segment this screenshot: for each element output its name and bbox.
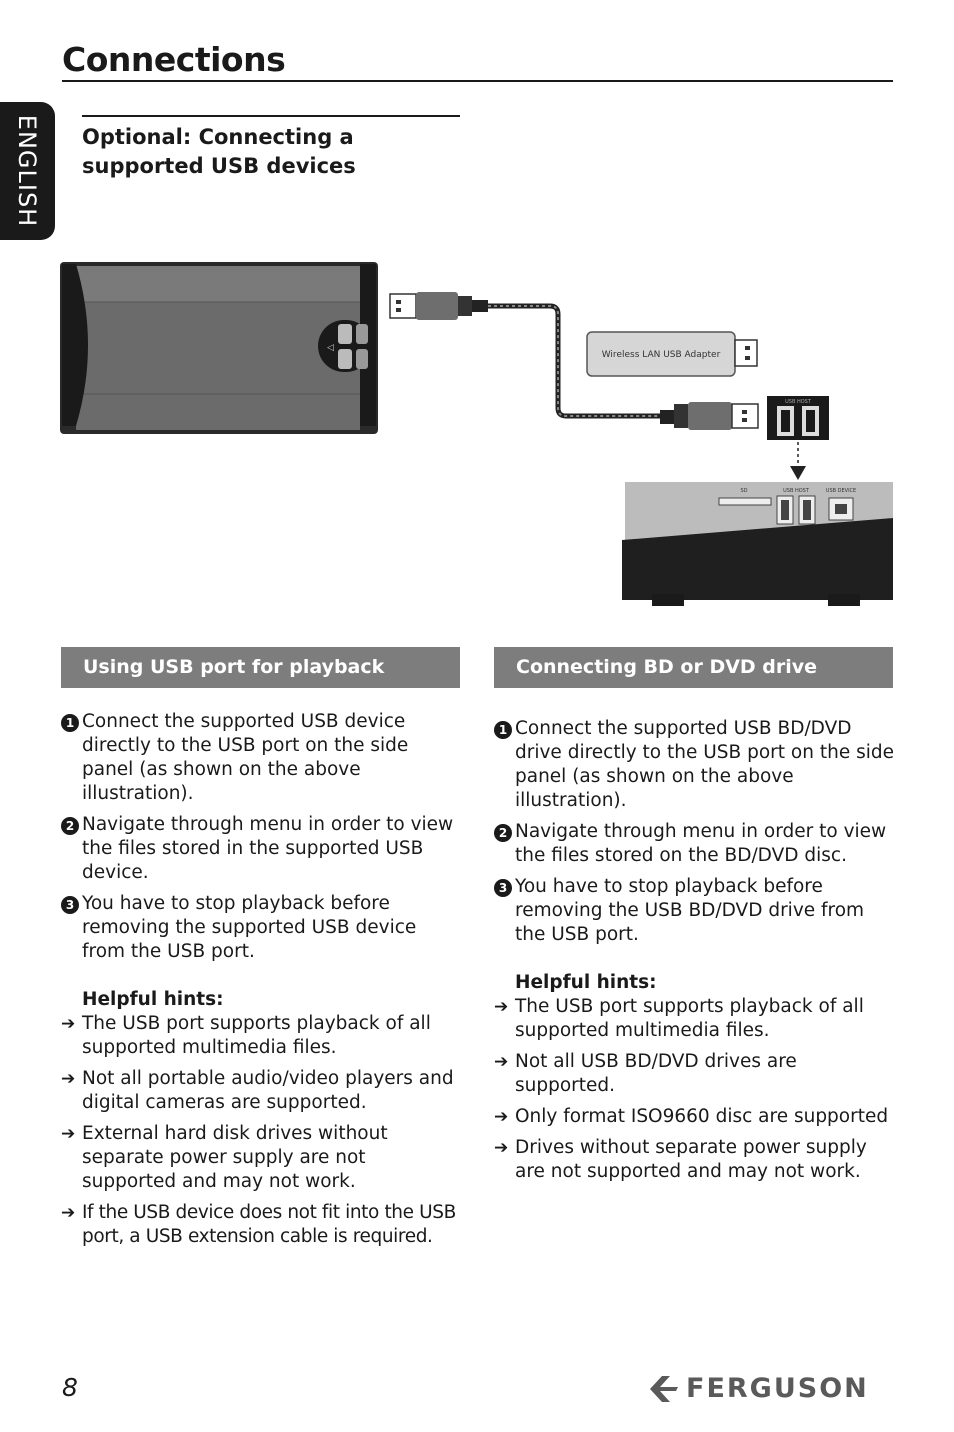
step-number: 3: [494, 879, 512, 897]
brand-name: FERGUSON: [686, 1373, 869, 1404]
hint-item: ➔ Not all USB BD/DVD drives are supporte…: [494, 1050, 896, 1098]
hint-item: ➔ The USB port supports playback of all …: [61, 1012, 463, 1060]
step-text: You have to stop playback before removin…: [515, 876, 865, 945]
arrow-right-icon: ➔: [61, 1069, 76, 1089]
title-rule: [62, 80, 893, 82]
arrow-right-icon: ➔: [494, 1052, 509, 1072]
brand-logo: FERGUSON: [648, 1372, 893, 1406]
wireless-lan-adapter-image: Wireless LAN USB Adapter: [586, 331, 758, 377]
arrow-right-icon: ➔: [61, 1014, 76, 1034]
usb-plug-left: [389, 292, 488, 320]
hints-title: Helpful hints:: [515, 972, 657, 993]
hint-text: The USB port supports playback of all su…: [82, 1013, 431, 1058]
hint-text: Only format ISO9660 disc are supported: [515, 1106, 889, 1127]
subtitle-rule: [82, 115, 460, 117]
usb-plug-right: [660, 402, 759, 430]
player-side-panel-image: SD USB HOST USB DEVICE: [622, 482, 893, 606]
arrow-right-icon: ➔: [61, 1124, 76, 1144]
hint-item: ➔ The USB port supports playback of all …: [494, 995, 896, 1043]
hints-title: Helpful hints:: [82, 989, 224, 1010]
arrow-right-icon: ➔: [494, 1107, 509, 1127]
bd-dvd-header: Connecting BD or DVD drive: [494, 647, 893, 688]
language-tab-label: ENGLISH: [13, 114, 41, 228]
hint-text: The USB port supports playback of all su…: [515, 996, 864, 1041]
hint-item: ➔ Only format ISO9660 disc are supported: [494, 1105, 896, 1129]
step-number: 2: [494, 824, 512, 842]
hint-text: Not all USB BD/DVD drives are supported.: [515, 1051, 797, 1096]
hint-item: ➔ If the USB device does not fit into th…: [61, 1201, 463, 1249]
step-text: Connect the supported USB BD/DVD drive d…: [515, 718, 894, 811]
step-text: You have to stop playback before removin…: [82, 893, 417, 962]
svg-text:SD: SD: [740, 488, 747, 494]
step-item: 3 You have to stop playback before remov…: [61, 892, 463, 964]
svg-text:◁: ◁: [327, 343, 334, 353]
usb-connection-illustration: ◁ Wireless LAN USB Adapter USB HOST: [60, 262, 893, 606]
arrow-right-icon: ➔: [494, 997, 509, 1017]
usb-playback-column: 1 Connect the supported USB device direc…: [61, 710, 463, 1256]
step-item: 2 Navigate through menu in order to view…: [61, 813, 463, 885]
arrow-right-icon: ➔: [494, 1138, 509, 1158]
step-item: 1 Connect the supported USB device direc…: [61, 710, 463, 806]
ferguson-logo-icon: [650, 1376, 678, 1402]
hint-text: If the USB device does not fit into the …: [82, 1202, 456, 1247]
step-item: 2 Navigate through menu in order to view…: [494, 820, 896, 868]
step-number: 1: [61, 714, 79, 732]
svg-text:USB HOST: USB HOST: [783, 488, 810, 494]
svg-text:USB HOST: USB HOST: [785, 399, 812, 405]
arrow-right-icon: ➔: [61, 1203, 75, 1223]
page-title: Connections: [62, 40, 286, 79]
hint-item: ➔ External hard disk drives without sepa…: [61, 1122, 463, 1194]
hint-text: External hard disk drives without separa…: [82, 1123, 388, 1192]
usb-host-ports-zoom: USB HOST: [767, 396, 829, 440]
language-tab: ENGLISH: [0, 102, 55, 240]
section-subtitle: Optional: Connecting a supported USB dev…: [82, 125, 356, 178]
page-number: 8: [62, 1373, 78, 1402]
step-text: Navigate through menu in order to view t…: [515, 821, 887, 866]
step-number: 3: [61, 896, 79, 914]
step-item: 3 You have to stop playback before remov…: [494, 875, 896, 947]
hint-text: Drives without separate power supply are…: [515, 1137, 867, 1182]
hint-item: ➔ Drives without separate power supply a…: [494, 1136, 896, 1184]
step-text: Navigate through menu in order to view t…: [82, 814, 454, 883]
svg-text:USB DEVICE: USB DEVICE: [826, 488, 856, 494]
step-text: Connect the supported USB device directl…: [82, 711, 409, 804]
hint-item: ➔ Not all portable audio/video players a…: [61, 1067, 463, 1115]
usb-playback-header: Using USB port for playback: [61, 647, 460, 688]
hint-text: Not all portable audio/video players and…: [82, 1068, 454, 1113]
external-drive-image: ◁: [60, 262, 378, 434]
step-number: 1: [494, 721, 512, 739]
step-number: 2: [61, 817, 79, 835]
bd-dvd-column: 1 Connect the supported USB BD/DVD drive…: [494, 717, 896, 1191]
step-item: 1 Connect the supported USB BD/DVD drive…: [494, 717, 896, 813]
adapter-label: Wireless LAN USB Adapter: [602, 350, 721, 360]
